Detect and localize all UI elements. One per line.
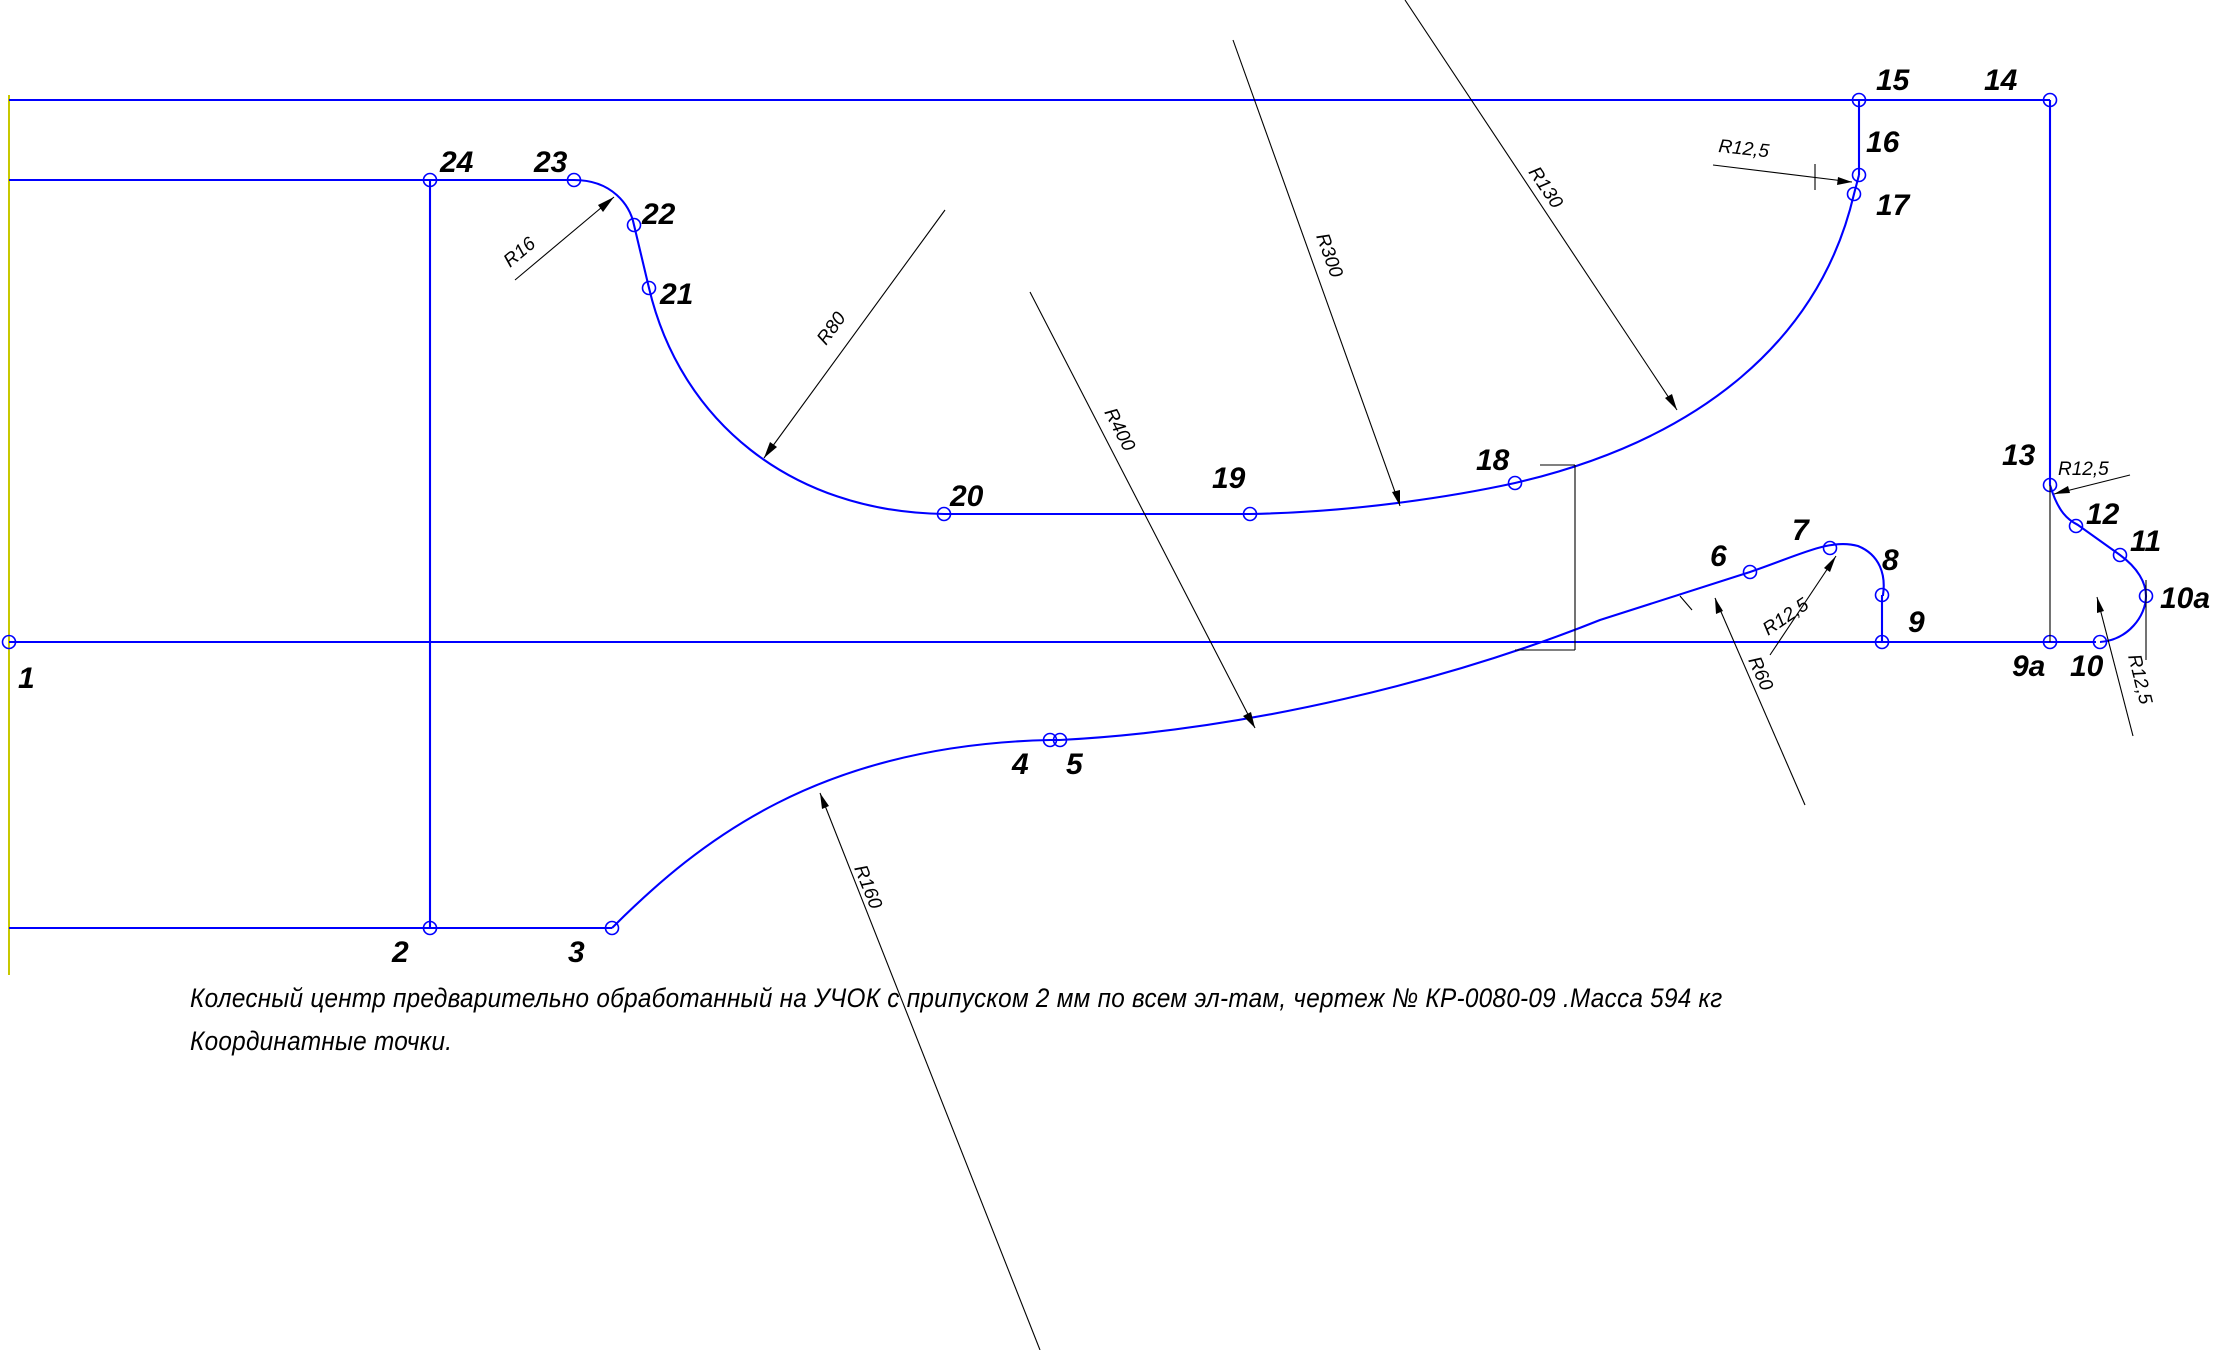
r400-label: R400 (1100, 405, 1140, 455)
r400-leader (1029, 291, 1256, 729)
point-15-label: 15 (1876, 64, 1911, 97)
point-5-marker (1052, 732, 1068, 748)
point-2-marker (422, 920, 438, 936)
radius-labels: R16 R80 R400 R300 R130 R12,5 R12,5 R12,5… (500, 136, 2156, 912)
point-21-label: 21 (659, 278, 693, 311)
point-17-label: 17 (1876, 189, 1911, 222)
point-20-marker (936, 506, 952, 522)
r80-leader (763, 209, 946, 459)
r12-5-top-label: R12,5 (1717, 136, 1770, 162)
point-6-label: 6 (1710, 540, 1727, 573)
profile-curves (573, 174, 2148, 929)
point-5-label: 5 (1066, 748, 1084, 781)
point-23-marker (566, 172, 582, 188)
r16-arrow (598, 197, 614, 212)
r12-5-10-label: R12,5 (2123, 652, 2156, 707)
right-lip-curve (2048, 484, 2148, 644)
point-22-marker (626, 217, 642, 233)
r12-5-top-arrow (1837, 177, 1852, 185)
caption-subtitle: Координатные точки. (190, 1026, 453, 1056)
point-12-marker (2068, 518, 2084, 534)
point-16-label: 16 (1866, 126, 1900, 159)
upper-profile-curve (573, 174, 1861, 516)
r12-5-8-label: R12,5 (1759, 594, 1813, 640)
point-7-marker (1822, 540, 1838, 556)
point-11-marker (2112, 547, 2128, 563)
r130-leader (1404, 0, 1678, 411)
lower-profile-curve (611, 542, 1885, 929)
r300-leader (1232, 39, 1401, 507)
point-20-label: 20 (949, 480, 984, 513)
point-22-label: 22 (641, 198, 676, 231)
point-2-label: 2 (391, 936, 409, 969)
r60-arrow (1715, 598, 1723, 614)
point-18-label: 18 (1476, 444, 1510, 477)
point-1-label: 1 (18, 662, 35, 695)
point-8-label: 8 (1882, 544, 1899, 577)
point-23-label: 23 (533, 146, 568, 179)
point-9-marker (1874, 634, 1890, 650)
point-18-marker (1507, 475, 1523, 491)
r16-leader (514, 196, 615, 281)
dimension-lines (514, 0, 2147, 1350)
point-17-marker (1846, 186, 1862, 202)
point-4-marker (1042, 732, 1058, 748)
r12-5-10-arrow (2097, 597, 2104, 613)
point-14-marker (2042, 92, 2058, 108)
point-10a-label: 10а (2160, 582, 2210, 615)
r12-5-8-leader (1769, 555, 1837, 656)
point-6-marker (1742, 564, 1758, 580)
r60-leader (1714, 597, 1806, 806)
point-8-marker (1874, 587, 1890, 603)
point-labels: 1 2 3 4 5 6 7 8 9 9а 10 10а 11 12 13 14 … (18, 64, 2210, 969)
point-12-label: 12 (2086, 498, 2120, 531)
point-21-marker (641, 280, 657, 296)
point-19-marker (1242, 506, 1258, 522)
point-10-label: 10 (2070, 650, 2104, 683)
point-19-label: 19 (1212, 462, 1246, 495)
r80-label: R80 (813, 308, 851, 349)
r12-5-13-arrow (2054, 486, 2070, 494)
r160-leader (819, 792, 1041, 1350)
point-1-marker (1, 634, 17, 650)
point-14-label: 14 (1984, 64, 2018, 97)
r400-arrow (1243, 712, 1255, 728)
point-9-label: 9 (1908, 606, 1925, 639)
r12-5-10-leader (2096, 596, 2134, 737)
point-10-marker (2092, 634, 2108, 650)
point-4-label: 4 (1011, 748, 1029, 781)
point-9a-label: 9а (2012, 650, 2045, 683)
point-markers (1, 92, 2154, 936)
point-13-label: 13 (2002, 439, 2036, 472)
r16-label: R16 (500, 233, 541, 272)
caption-title: Колесный центр предварительно обработанн… (190, 983, 1723, 1013)
point-11-label: 11 (2130, 525, 2161, 558)
point-16-marker (1851, 167, 1867, 183)
point-24-marker (422, 172, 438, 188)
r60-tick (1679, 595, 1693, 611)
r12-5-13-label: R12,5 (2058, 459, 2109, 480)
point-3-marker (604, 920, 620, 936)
r130-arrow (1665, 394, 1677, 410)
r160-arrow (820, 793, 829, 809)
point-15-marker (1851, 92, 1867, 108)
r12-5-8-arrow (1824, 556, 1836, 572)
point-7-label: 7 (1792, 514, 1810, 547)
r80-arrow (764, 442, 777, 458)
dimension-arrows (598, 177, 2104, 809)
point-24-label: 24 (439, 146, 474, 179)
frame-lines (9, 98, 2096, 930)
r300-arrow (1392, 490, 1400, 506)
r12-5-top-leader (1712, 164, 1853, 183)
point-3-label: 3 (568, 936, 585, 969)
r160-label: R160 (849, 862, 886, 912)
